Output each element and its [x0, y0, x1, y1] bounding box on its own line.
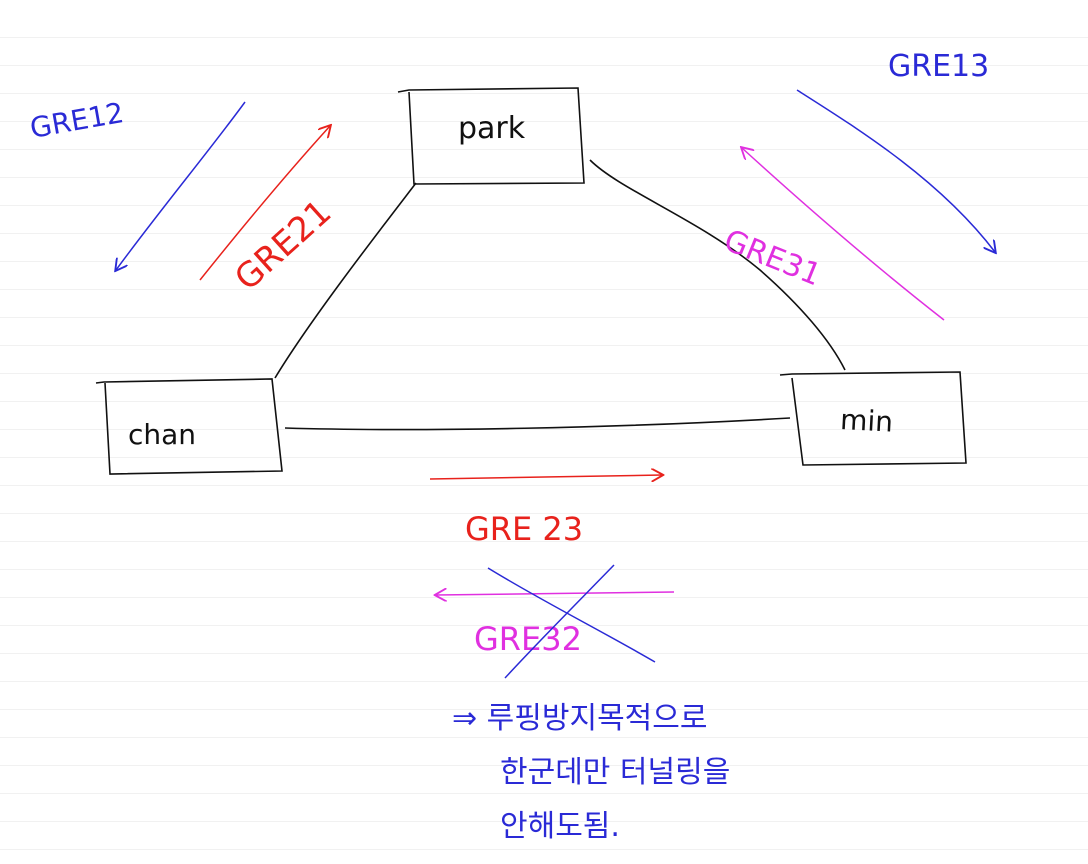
gre13-arrow [796, 89, 995, 252]
router-min-label: min [839, 403, 893, 439]
gre23-arrow [429, 475, 662, 479]
gre31-label: GRE31 [719, 223, 826, 293]
router-park-label: park [458, 111, 526, 146]
gre13-label: GRE13 [888, 49, 989, 84]
link-park-min [589, 159, 846, 371]
gre12-arrow [116, 101, 246, 270]
cross-out-mark [487, 564, 656, 679]
gre12-label: GRE12 [27, 96, 126, 145]
router-chan-label: chan [128, 418, 196, 451]
note-line-3: 안해도됨. [500, 809, 620, 844]
router-park: park [397, 87, 585, 185]
gre21-arrow [199, 126, 330, 281]
router-min: min [779, 371, 967, 466]
gre32-label: GRE32 [474, 620, 582, 658]
link-chan-min [284, 417, 791, 431]
note-line-1: ⇒ 루핑방지목적으로 [452, 701, 707, 736]
router-chan: chan [95, 378, 283, 475]
gre21-label: GRE21 [227, 192, 339, 298]
gre31-arrow [742, 148, 945, 321]
gre23-label: GRE 23 [465, 510, 583, 548]
note-line-2: 한군데만 터널링을 [500, 755, 730, 790]
gre32-arrow [436, 592, 675, 595]
link-park-chan [274, 182, 417, 379]
note-block: ⇒ 루핑방지목적으로 한군데만 터널링을 안해도됨. [452, 701, 730, 844]
